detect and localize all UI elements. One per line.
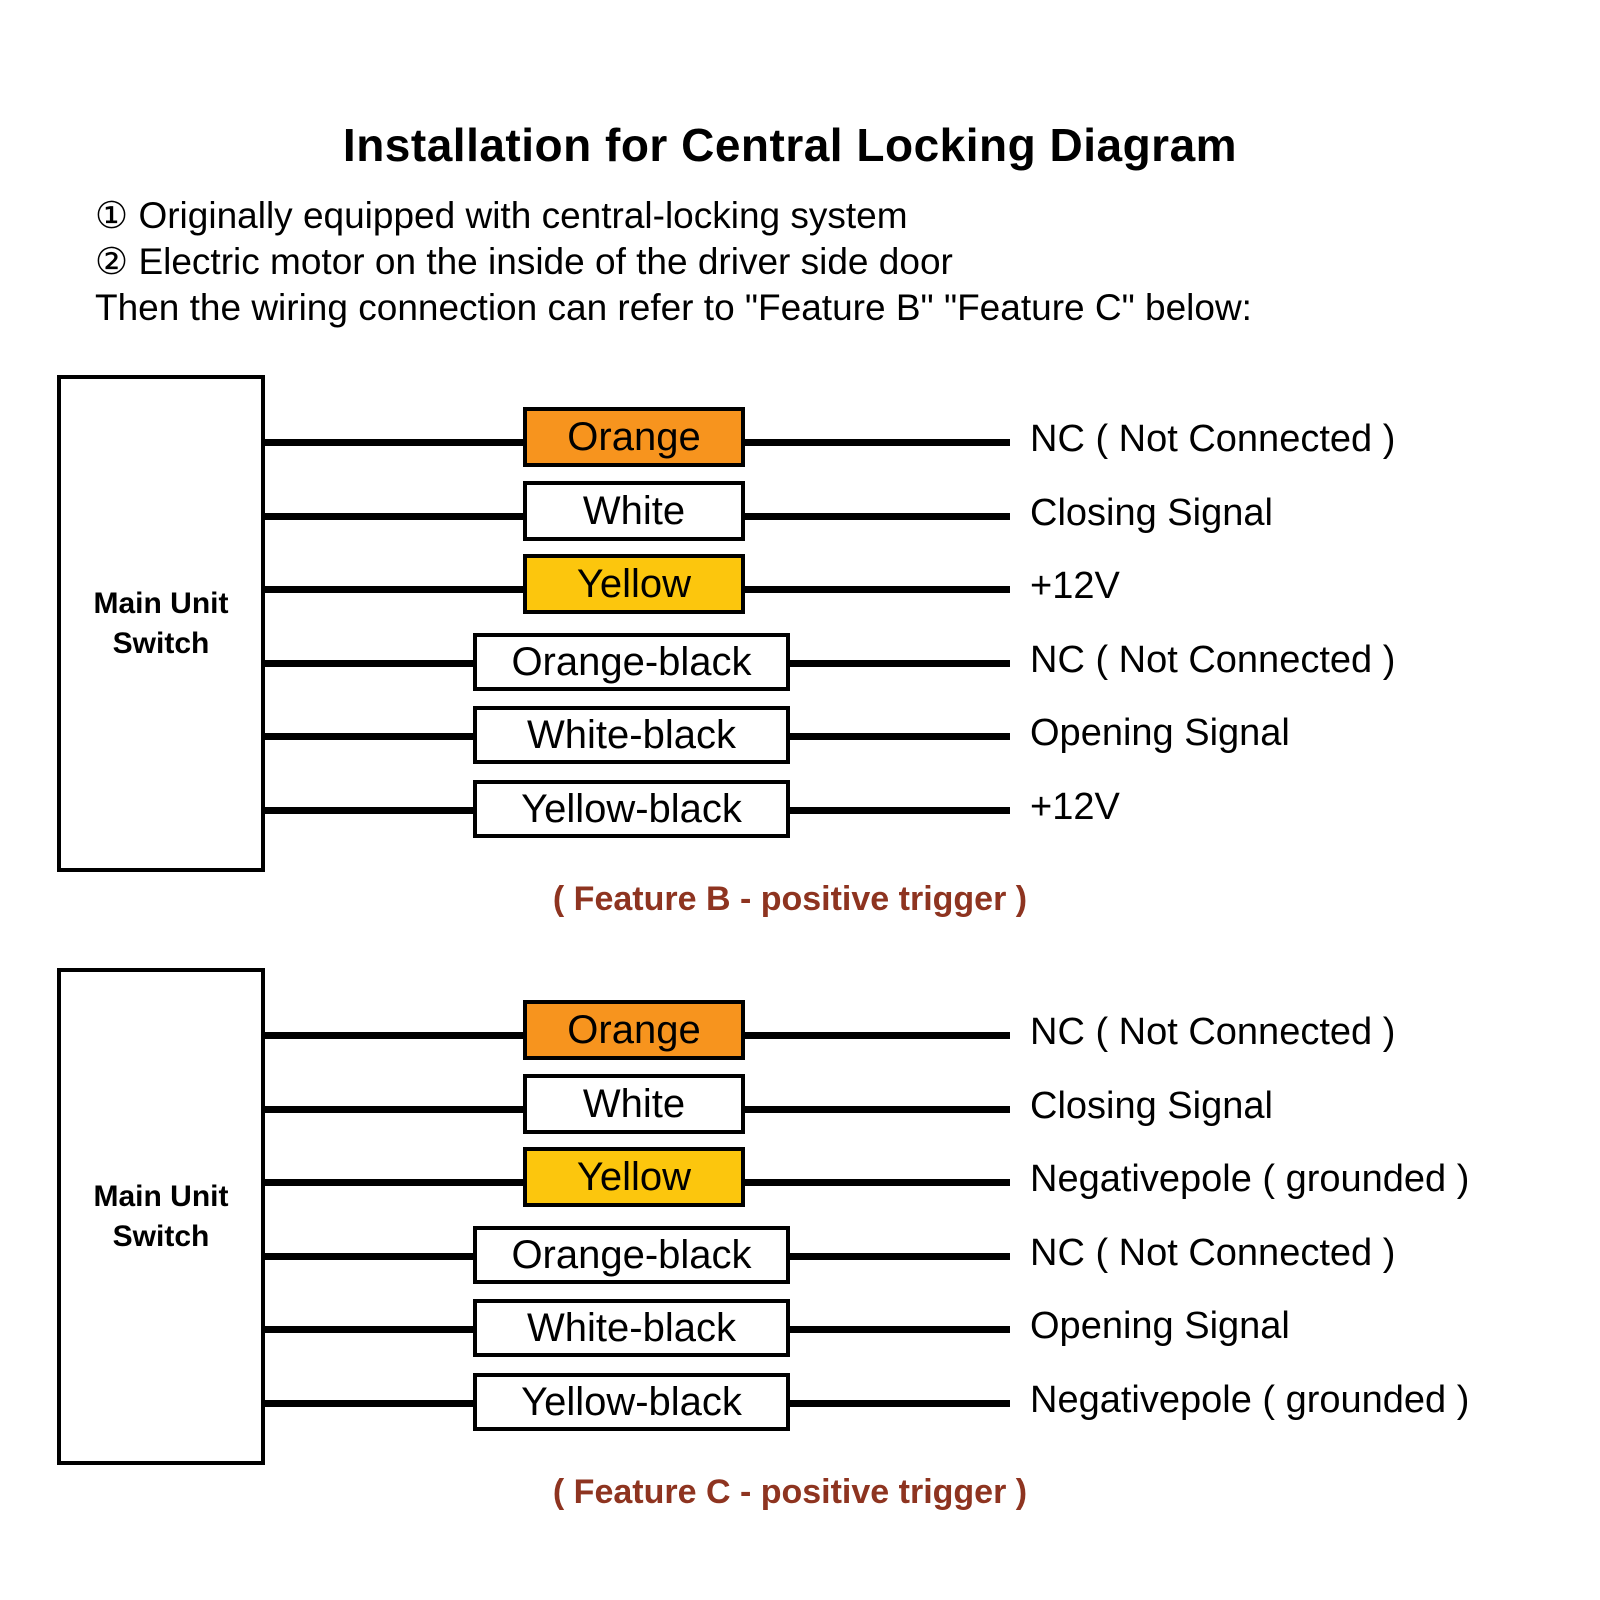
feature-c-diagram: Main Unit Switch ( Feature C - positive …	[0, 968, 1600, 1528]
signal-label: NC ( Not Connected )	[1030, 1232, 1396, 1274]
main-unit-switch-box: Main Unit Switch	[57, 968, 265, 1465]
signal-label: Closing Signal	[1030, 492, 1273, 534]
signal-label: NC ( Not Connected )	[1030, 1011, 1396, 1053]
signal-label: Opening Signal	[1030, 1305, 1290, 1347]
wire-label-box: Yellow-black	[473, 780, 790, 838]
feature-caption: ( Feature B - positive trigger )	[552, 880, 1028, 918]
wire-label-box: Yellow-black	[473, 1373, 790, 1431]
instruction-line-3: Then the wiring connection can refer to …	[95, 287, 1252, 328]
wire-label-box: White	[523, 481, 745, 541]
wire-label-box: White-black	[473, 706, 790, 764]
wire-label-box: Orange	[523, 1000, 745, 1060]
signal-label: +12V	[1030, 565, 1120, 607]
wire-label-box: Orange-black	[473, 633, 790, 691]
wire-label-box: Yellow	[523, 554, 745, 614]
instruction-line-1: ① Originally equipped with central-locki…	[95, 195, 908, 236]
wire-label-box: Yellow	[523, 1147, 745, 1207]
main-unit-switch-label: Main Unit Switch	[93, 586, 229, 660]
feature-b-diagram: Main Unit Switch ( Feature B - positive …	[0, 375, 1600, 935]
wire-label-box: White-black	[473, 1299, 790, 1357]
wire-label-box: White	[523, 1074, 745, 1134]
signal-label: Negativepole ( grounded )	[1030, 1379, 1470, 1421]
wire-label-box: Orange-black	[473, 1226, 790, 1284]
feature-caption: ( Feature C - positive trigger )	[552, 1473, 1028, 1511]
signal-label: Opening Signal	[1030, 712, 1290, 754]
instruction-notes: ① Originally equipped with central-locki…	[95, 193, 1252, 331]
signal-label: Closing Signal	[1030, 1085, 1273, 1127]
main-unit-switch-box: Main Unit Switch	[57, 375, 265, 872]
signal-label: NC ( Not Connected )	[1030, 418, 1396, 460]
page-title: Installation for Central Locking Diagram	[342, 119, 1238, 171]
signal-label: +12V	[1030, 786, 1120, 828]
signal-label: NC ( Not Connected )	[1030, 639, 1396, 681]
signal-label: Negativepole ( grounded )	[1030, 1158, 1470, 1200]
main-unit-switch-label: Main Unit Switch	[93, 1179, 229, 1253]
instruction-line-2: ② Electric motor on the inside of the dr…	[95, 241, 953, 282]
wire-label-box: Orange	[523, 407, 745, 467]
